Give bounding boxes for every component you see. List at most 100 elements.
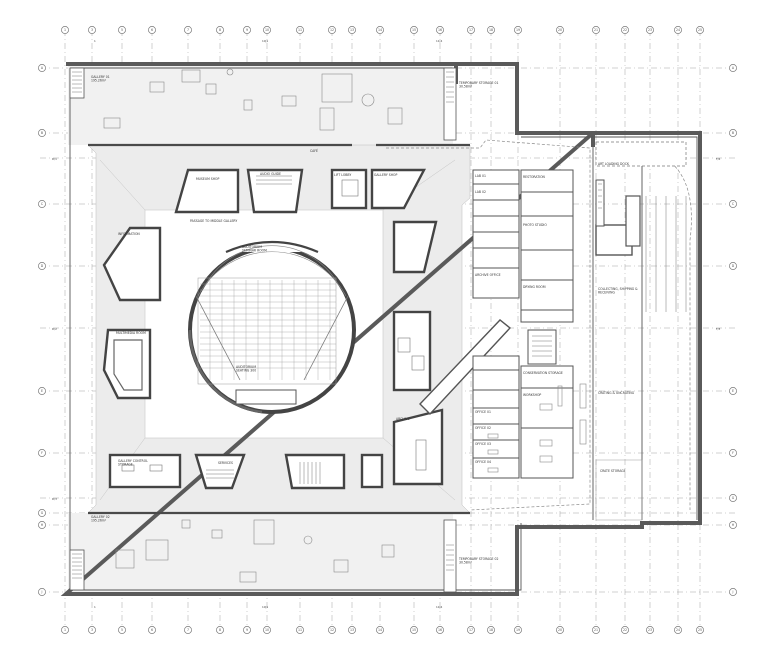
service-wing: [472, 169, 574, 479]
auditorium: [188, 240, 356, 414]
label-photo-studio: PHOTO STUDIO: [523, 223, 547, 227]
svg-text:D/1: D/1: [52, 157, 57, 161]
svg-text:H: H: [41, 523, 44, 527]
svg-text:10|1: 10|1: [262, 39, 269, 43]
label-lift-lobby: LIFT LOBBY: [334, 173, 351, 177]
svg-text:F: F: [41, 451, 43, 455]
svg-text:F/3: F/3: [716, 327, 721, 331]
svg-text:14: 14: [378, 628, 382, 632]
loading-dock: [579, 141, 687, 521]
svg-text:16: 16: [438, 628, 442, 632]
label-cafe: CAFÉ: [310, 148, 318, 153]
svg-text:3: 3: [91, 28, 93, 32]
svg-text:E: E: [732, 389, 734, 393]
svg-text:12: 12: [330, 28, 334, 32]
svg-text:24: 24: [676, 628, 680, 632]
svg-text:8: 8: [219, 628, 221, 632]
diagonal-passage: [419, 319, 512, 416]
pod-left-upper: [102, 226, 162, 302]
svg-text:D: D: [41, 264, 44, 268]
svg-text:22: 22: [623, 28, 627, 32]
pod-right-lower: [392, 408, 444, 486]
label-loading-dock: ART LOADING DOCK: [598, 162, 630, 166]
pod-top-center: [246, 168, 304, 214]
svg-text:6: 6: [151, 628, 153, 632]
svg-text:B: B: [732, 131, 734, 135]
label-office-2: OFFICE 02: [475, 426, 491, 430]
pod-bottom-center-right: [284, 453, 346, 490]
grid-mid-markers: D/1 D/2 D/3 F/4 F/3 1 10|1 11|4 1 10|1 1…: [52, 39, 721, 609]
art-route: [386, 139, 591, 511]
label-office-3: OFFICE 03: [475, 442, 491, 446]
art-route-dock: [639, 147, 692, 510]
svg-text:6: 6: [151, 28, 153, 32]
svg-text:19: 19: [516, 628, 520, 632]
svg-text:3: 3: [91, 628, 93, 632]
grid-bubbles-sides: A B C D E F G H J A B C D E F G H J: [38, 64, 737, 596]
svg-text:15: 15: [412, 28, 416, 32]
label-office-4: OFFICE 04: [475, 460, 491, 464]
label-drying-room: DRYING ROOM: [523, 285, 546, 289]
atrium-diagonal: [99, 159, 146, 211]
svg-text:14: 14: [378, 28, 382, 32]
label-restoration: RESTORATION: [523, 175, 546, 179]
svg-text:18: 18: [489, 628, 493, 632]
svg-text:1: 1: [94, 605, 96, 609]
svg-text:D: D: [732, 264, 735, 268]
svg-text:G: G: [732, 496, 735, 500]
gallery-bottom-exhibits: [115, 519, 395, 583]
svg-text:J: J: [732, 590, 734, 594]
svg-text:25: 25: [698, 28, 702, 32]
label-multimedia: MULTIMEDIA ROOM: [116, 331, 146, 335]
label-gallery-shop: GALLERY SHOP: [374, 173, 397, 177]
svg-text:9: 9: [246, 28, 248, 32]
svg-text:E: E: [41, 389, 43, 393]
pod-right-upper: [392, 220, 438, 274]
grid-bubbles-top: 1 3 5 6 7 8 9 10 11 12 13 14 15 16 17 18…: [61, 26, 704, 34]
label-conservation-store: CONSERVATION STORAGE: [523, 371, 563, 375]
grid-bubbles-bottom: 1 3 5 6 7 8 9 10 11 12 13 14 15 16 17 18…: [61, 626, 704, 634]
label-lab-2: LAB 02: [475, 190, 486, 194]
svg-text:11|4: 11|4: [436, 39, 443, 43]
svg-text:21: 21: [594, 628, 598, 632]
svg-text:H: H: [732, 523, 735, 527]
inner-envelope: [69, 67, 698, 591]
svg-text:F/4: F/4: [716, 157, 721, 161]
svg-text:23: 23: [648, 628, 652, 632]
core-bottom-right: [443, 519, 457, 593]
svg-text:21: 21: [594, 28, 598, 32]
svg-text:9: 9: [246, 628, 248, 632]
svg-text:7: 7: [187, 28, 189, 32]
svg-text:24: 24: [676, 28, 680, 32]
pod-top-left: [174, 168, 240, 214]
svg-text:25: 25: [698, 628, 702, 632]
label-collecting-shipping: COLLECTING, SHIPPING &RECEIVING: [598, 287, 638, 295]
pod-bottom-right: [360, 453, 384, 489]
gallery-top-exhibits: [103, 68, 403, 131]
svg-text:8: 8: [219, 28, 221, 32]
label-lab-1: LAB 01: [475, 174, 486, 178]
core-top-right: [443, 67, 457, 141]
svg-text:13: 13: [350, 628, 354, 632]
svg-text:20: 20: [558, 628, 562, 632]
svg-text:11|4: 11|4: [436, 605, 443, 609]
label-passage: PASSAGE TO MIDDLE GALLERY: [190, 219, 237, 223]
pod-top-right: [370, 168, 426, 210]
svg-text:23: 23: [648, 28, 652, 32]
svg-text:5: 5: [121, 28, 123, 32]
label-info: INFORMATION: [118, 232, 140, 236]
svg-text:12: 12: [330, 628, 334, 632]
label-workshop: WORKSHOP: [523, 393, 541, 397]
svg-text:18: 18: [489, 28, 493, 32]
svg-text:C: C: [41, 202, 44, 206]
core-bottom-left: [69, 549, 85, 591]
gallery-bottom-floor: [68, 513, 453, 593]
svg-text:22: 22: [623, 628, 627, 632]
core-top-left: [69, 67, 85, 99]
gallery-top-floor: [68, 65, 453, 145]
